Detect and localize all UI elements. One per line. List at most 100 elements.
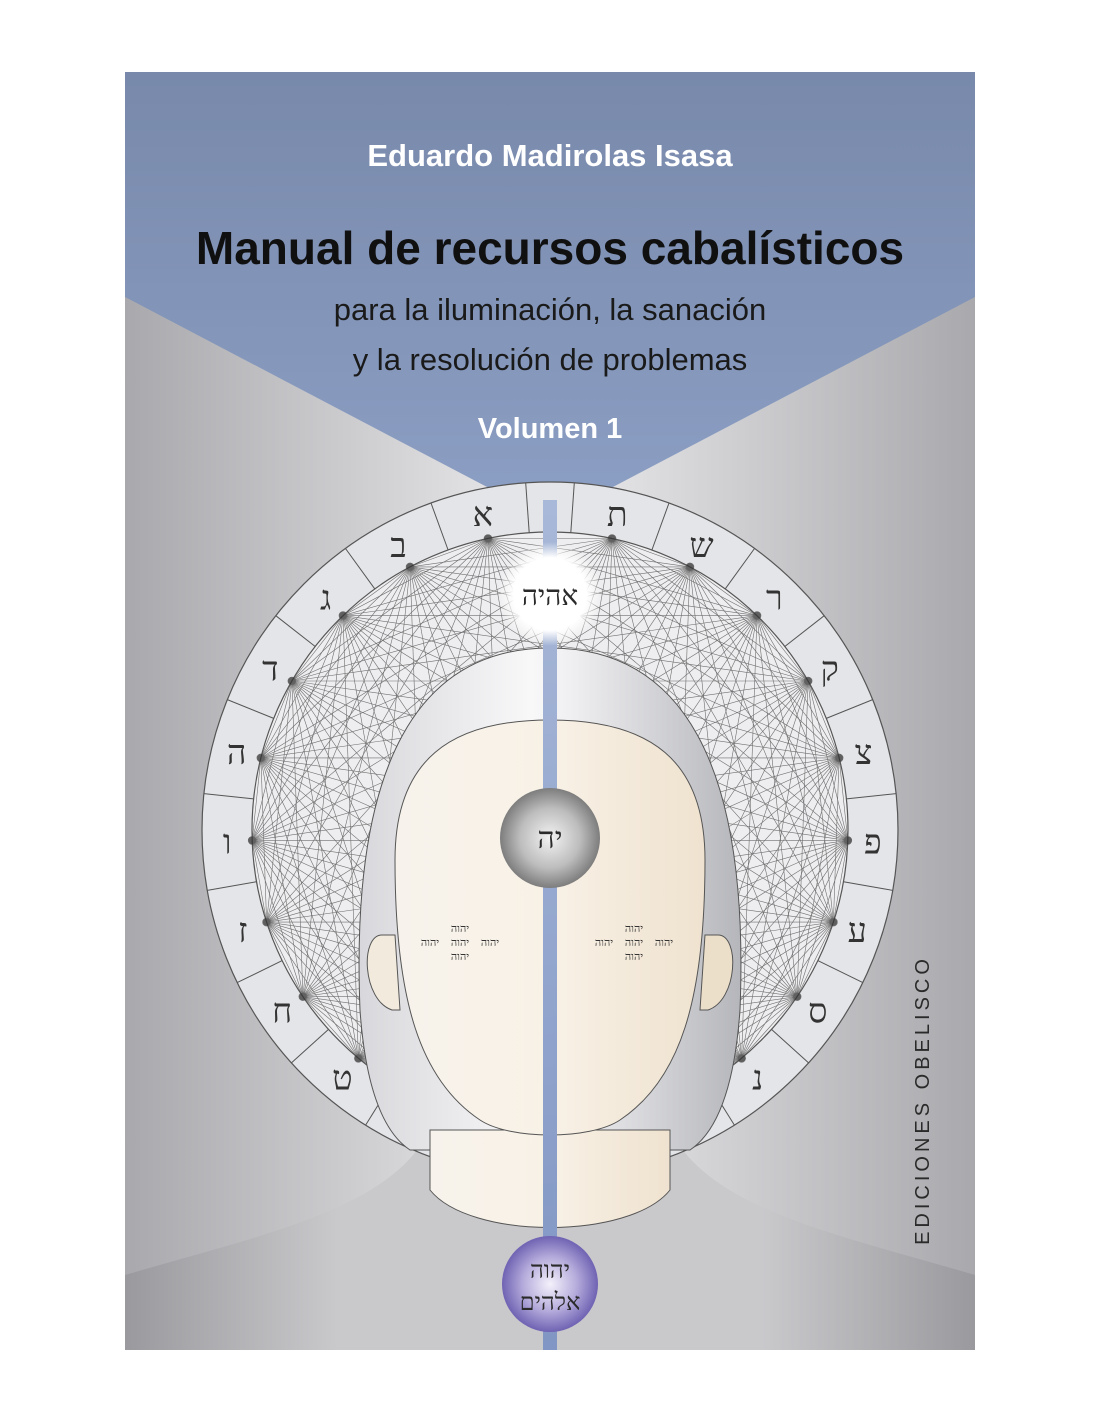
eye-name: יהוה xyxy=(625,922,643,935)
forehead-name: יה xyxy=(537,821,562,856)
eye-name: יהוה xyxy=(625,936,643,949)
halo-divider xyxy=(724,548,755,590)
chord-line xyxy=(833,757,840,923)
halo-letter: פ xyxy=(864,822,882,862)
eye-name: יהוה xyxy=(481,936,499,949)
halo-letter: צ xyxy=(854,733,872,773)
eye-name: יהוה xyxy=(451,936,469,949)
ring-node xyxy=(287,676,297,686)
halo-divider xyxy=(843,881,893,891)
eye-name: יהוה xyxy=(625,950,643,963)
ring-node xyxy=(262,917,271,927)
chord-line xyxy=(251,566,411,841)
halo-letter: ז xyxy=(238,911,247,951)
chord-line xyxy=(611,538,834,923)
halo-divider xyxy=(430,502,449,551)
subtitle-line-2: y la resolución de problemas xyxy=(353,342,748,377)
chord-line xyxy=(260,615,344,759)
ring-node xyxy=(834,753,844,763)
ring-node xyxy=(737,1054,746,1063)
ring-node xyxy=(298,992,308,1001)
ring-node xyxy=(354,1054,363,1063)
chord-line xyxy=(291,615,344,682)
title-band xyxy=(125,72,975,520)
chord-line xyxy=(487,538,690,568)
halo-divider xyxy=(771,1029,809,1064)
chord-line xyxy=(302,566,411,997)
eye-name: יהוה xyxy=(655,936,673,949)
halo-divider xyxy=(525,482,530,533)
chord-line xyxy=(260,566,411,759)
chord-line xyxy=(409,538,489,568)
crown-name: אהיה xyxy=(522,579,578,612)
chord-line xyxy=(756,615,834,923)
chord-line xyxy=(807,680,849,841)
chord-line xyxy=(689,566,849,841)
chord-line xyxy=(251,538,489,841)
ring-node xyxy=(338,611,348,620)
eye-name: יהוה xyxy=(451,950,469,963)
halo-divider xyxy=(203,793,254,800)
halo-divider xyxy=(236,960,283,984)
chord-line xyxy=(756,615,798,997)
ring-node xyxy=(405,562,415,572)
ring-node xyxy=(483,534,493,543)
eye-name: יהוה xyxy=(421,936,439,949)
throat-name-top: יהוה xyxy=(530,1256,570,1284)
chord-line xyxy=(342,615,359,1059)
halo-letter: ע xyxy=(848,911,867,951)
chord-line xyxy=(291,538,489,682)
chord-line xyxy=(251,680,293,841)
halo-letter: ו xyxy=(223,822,232,862)
chord-line xyxy=(796,840,849,997)
chord-line xyxy=(342,566,411,616)
author-name: Eduardo Madirolas Isasa xyxy=(367,138,733,173)
chord-line xyxy=(251,757,262,841)
chord-line xyxy=(741,840,849,1059)
ring-node xyxy=(792,992,802,1001)
halo-letter: ק xyxy=(821,650,839,690)
halo-divider xyxy=(817,960,864,984)
chord-line xyxy=(741,996,798,1059)
ring-node xyxy=(256,753,266,763)
chord-line xyxy=(796,680,809,997)
chord-line xyxy=(807,680,840,759)
chord-line xyxy=(266,615,344,923)
chord-line xyxy=(741,921,834,1059)
chord-line xyxy=(260,680,293,759)
halo-letter: ט xyxy=(332,1058,353,1098)
halo-letter: ב xyxy=(390,526,406,566)
eye-names-right: יהוה יהוה יהוה יהוה יהוה xyxy=(595,922,673,963)
halo-divider xyxy=(826,699,873,719)
forehead-center: יה xyxy=(500,788,600,888)
throat-center: יהוה אלהים xyxy=(502,1236,598,1332)
chord-line xyxy=(260,757,304,997)
halo-divider xyxy=(227,699,274,719)
chord-line xyxy=(251,840,304,997)
publisher-name: EDICIONES OBELISCO xyxy=(912,955,934,1245)
halo-letter: ש xyxy=(690,526,714,566)
chord-line xyxy=(689,566,840,759)
volume-label: Volumen 1 xyxy=(478,413,623,445)
chord-line xyxy=(838,757,849,841)
chord-line xyxy=(251,840,359,1059)
ring-node xyxy=(685,562,695,572)
chord-line xyxy=(266,566,411,923)
eye-names-left: יהוה יהוה יהוה יהוה יהוה xyxy=(421,922,499,963)
chord-line xyxy=(342,538,489,616)
chord-line xyxy=(741,757,840,1059)
chord-line xyxy=(689,566,758,616)
ring-node xyxy=(829,917,838,927)
central-axis xyxy=(543,500,557,1350)
chord-line xyxy=(833,840,849,923)
chord-line xyxy=(266,921,359,1059)
halo-divider xyxy=(784,615,825,647)
chord-line xyxy=(291,680,359,1059)
chord-line xyxy=(266,680,293,923)
chord-line xyxy=(611,538,809,682)
ring-node xyxy=(752,611,762,620)
halo-divider xyxy=(345,548,376,590)
throat-name-bottom: אלהים xyxy=(520,1288,581,1316)
halo-divider xyxy=(846,793,897,800)
halo-letter: ג xyxy=(320,579,331,619)
